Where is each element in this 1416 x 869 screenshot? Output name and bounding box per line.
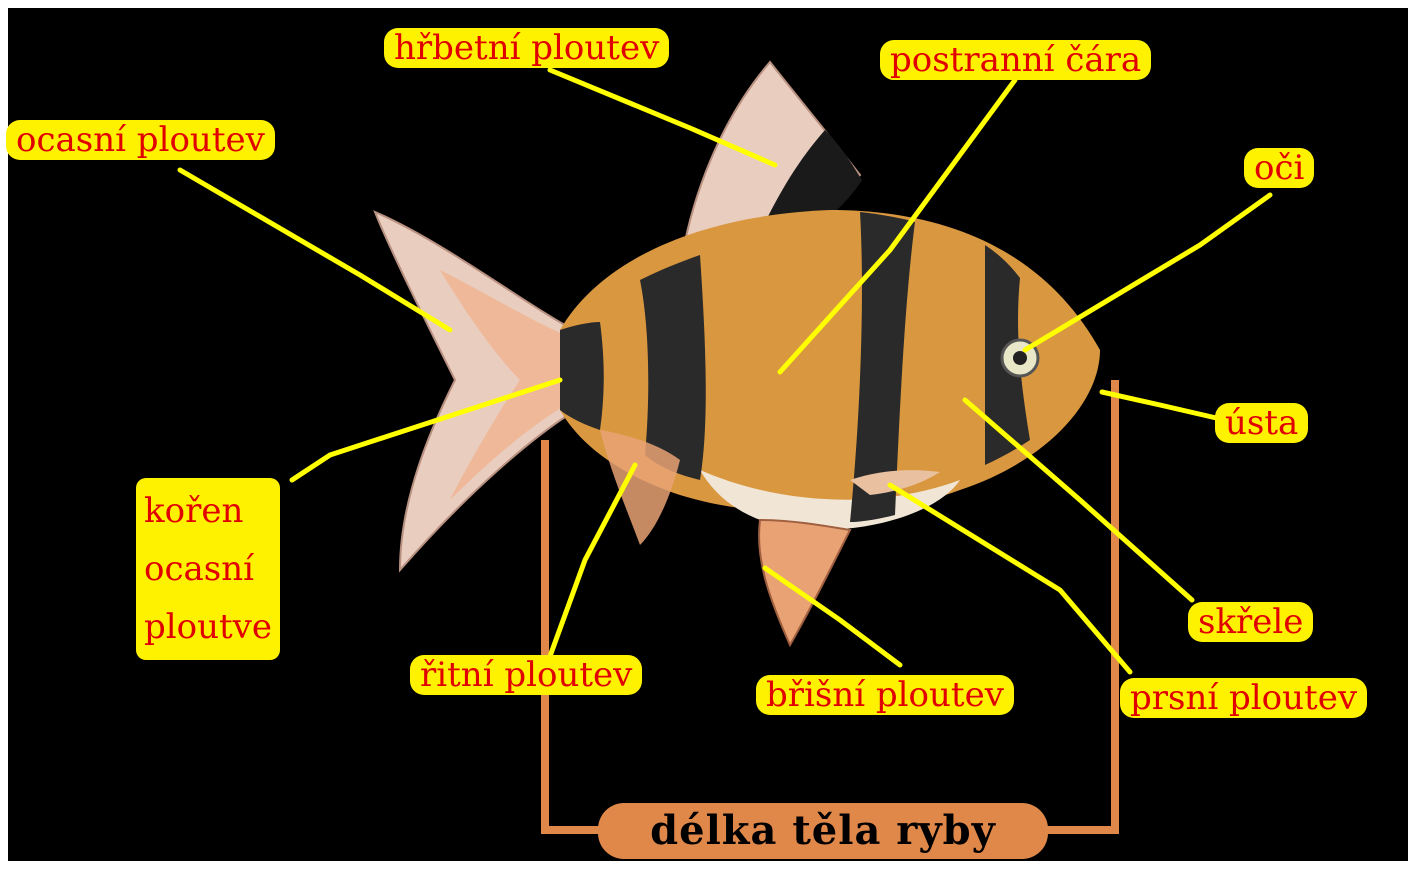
ventral-fin-shape [759, 520, 850, 645]
label-lateral-line: postranní čára [880, 40, 1151, 80]
label-eyes: oči [1244, 148, 1314, 188]
caudal-root-line-2: ocasní [144, 540, 272, 598]
label-body-length: délka těla ryby [598, 803, 1048, 859]
leader-eyes [1025, 195, 1270, 350]
eye-pupil [1013, 351, 1027, 365]
label-dorsal-fin: hřbetní ploutev [384, 28, 669, 68]
label-caudal-fin: ocasní ploutev [6, 120, 275, 160]
label-anal-fin: řitní ploutev [410, 655, 642, 695]
caudal-root-line-1: kořen [144, 482, 272, 540]
label-ventral-fin: břišní ploutev [756, 675, 1014, 715]
label-mouth: ústa [1215, 403, 1308, 443]
leader-anal-fin [545, 465, 635, 670]
band-tail [560, 322, 604, 430]
leader-mouth [1102, 392, 1225, 420]
label-caudal-root: kořen ocasní ploutve [136, 478, 280, 660]
label-pectoral-fin: prsní ploutev [1120, 678, 1367, 718]
caudal-root-line-3: ploutve [144, 598, 272, 656]
label-gills: skřele [1188, 602, 1313, 642]
leader-gills [965, 400, 1192, 600]
